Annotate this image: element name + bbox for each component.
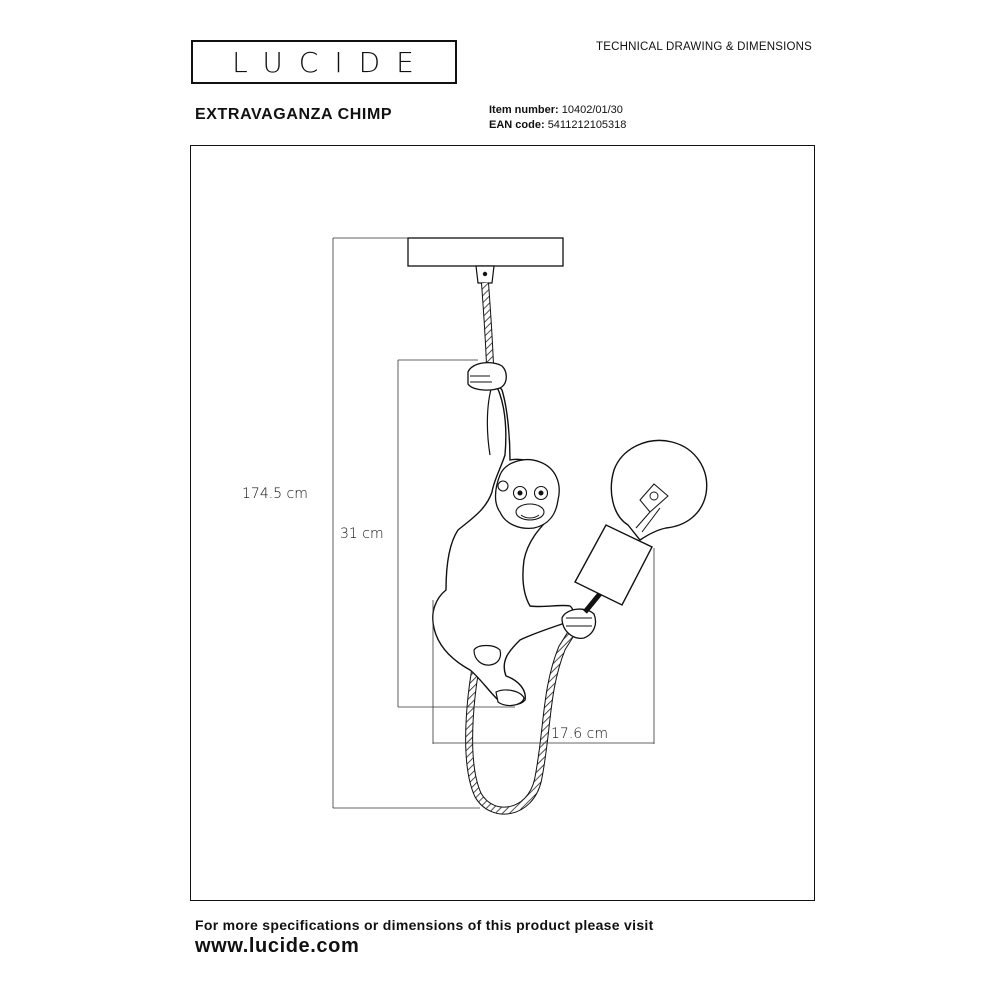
lower-cord-braid	[466, 629, 575, 814]
footer-website-link[interactable]: www.lucide.com	[195, 935, 360, 957]
bulb-filament-center	[649, 491, 659, 501]
item-number-label: Item number:	[489, 104, 559, 116]
brand-logo-text: LUCIDE	[232, 45, 430, 79]
chimp-lamp-hand	[561, 608, 597, 639]
chimp-body	[432, 374, 574, 706]
dimension-body-height: 31 cm	[339, 526, 385, 542]
dimension-width: 17.6 cm	[550, 726, 609, 742]
clamp-screw	[482, 271, 488, 277]
upper-cord-braid	[482, 282, 493, 366]
chimp-ear	[497, 480, 509, 492]
ceiling-canopy	[407, 237, 564, 267]
lamp-socket	[574, 524, 653, 606]
ean-code-label: EAN code:	[489, 119, 545, 131]
bulb-filament	[635, 483, 669, 533]
drawing-frame	[190, 145, 815, 901]
item-number-value: 10402/01/30	[561, 104, 623, 116]
chimp-mouth	[520, 514, 540, 519]
product-name: EXTRAVAGANZA CHIMP	[195, 106, 393, 123]
dimension-total-height: 174.5 cm	[241, 486, 309, 502]
chimp-foot	[495, 689, 525, 707]
chimp-right-pupil	[538, 490, 544, 496]
footer-note: For more specifications or dimensions of…	[195, 917, 654, 933]
light-bulb	[610, 439, 708, 541]
brand-logo: LUCIDE	[191, 40, 457, 84]
document-type: TECHNICAL DRAWING & DIMENSIONS	[596, 41, 812, 53]
chimp-left-pupil	[517, 490, 523, 496]
ean-code-value: 5411212105318	[547, 119, 627, 131]
ean-code-row: EAN code: 5411212105318	[489, 119, 626, 131]
item-number-row: Item number: 10402/01/30	[489, 104, 623, 116]
chimp-lower-hand	[473, 644, 502, 666]
chimp-upper-arm	[486, 379, 495, 456]
